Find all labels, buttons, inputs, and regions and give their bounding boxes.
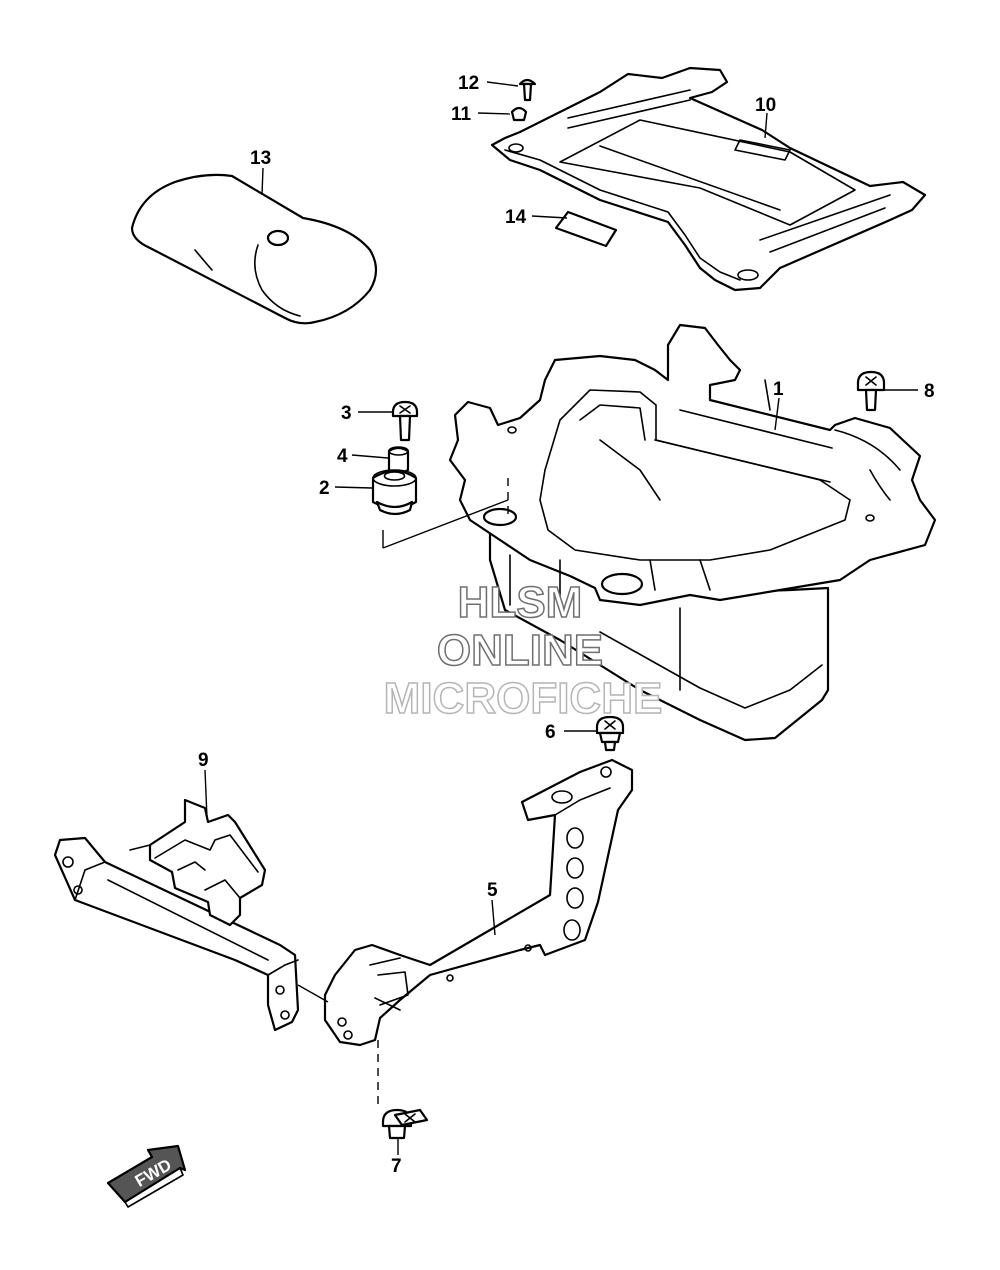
part-5-main-bracket[interactable] <box>323 758 634 1047</box>
callout-labels: 12 11 10 13 14 1 8 3 4 2 6 9 5 7 <box>198 73 935 1177</box>
callout-12: 12 <box>458 73 479 94</box>
part-9-holder-bracket[interactable] <box>53 798 300 1032</box>
watermark: HLSM ONLINE MICROFICHE <box>383 577 663 724</box>
callout-3: 3 <box>341 403 352 424</box>
callout-11: 11 <box>451 104 472 125</box>
callout-7: 7 <box>391 1156 402 1177</box>
callout-5: 5 <box>487 880 498 901</box>
leader-lines <box>204 81 918 1155</box>
part-10-top-plate[interactable] <box>490 66 927 292</box>
callout-8: 8 <box>924 381 935 402</box>
grommet-assembly-line-solid <box>382 499 509 549</box>
fwd-arrow-badge: FWD <box>106 1144 187 1208</box>
part-2-grommet[interactable] <box>371 469 418 516</box>
callout-1: 1 <box>773 379 784 400</box>
watermark-line-1: HLSM <box>458 578 583 627</box>
part-8-bolt[interactable] <box>856 370 886 412</box>
bracket-assembly-line <box>297 984 329 1003</box>
part-13-cover[interactable] <box>130 173 378 325</box>
part-14-pad[interactable] <box>554 210 618 248</box>
part-3-screw[interactable] <box>391 400 419 442</box>
callout-6: 6 <box>545 722 556 743</box>
part-11-clip[interactable] <box>510 106 528 122</box>
part-4-spacer[interactable] <box>387 446 410 475</box>
callout-14: 14 <box>505 207 527 228</box>
part-7-bolt[interactable] <box>381 1108 429 1140</box>
watermark-line-2: ONLINE <box>437 626 603 675</box>
part-12-screw[interactable] <box>518 78 537 102</box>
callout-10: 10 <box>755 95 776 116</box>
callout-9: 9 <box>198 750 209 771</box>
callout-4: 4 <box>337 446 348 467</box>
part-6-bolt[interactable] <box>595 715 625 752</box>
callout-2: 2 <box>319 478 330 499</box>
callout-13: 13 <box>250 148 271 169</box>
watermark-line-3: MICROFICHE <box>384 674 663 723</box>
fwd-arrow-icon <box>106 1144 187 1204</box>
